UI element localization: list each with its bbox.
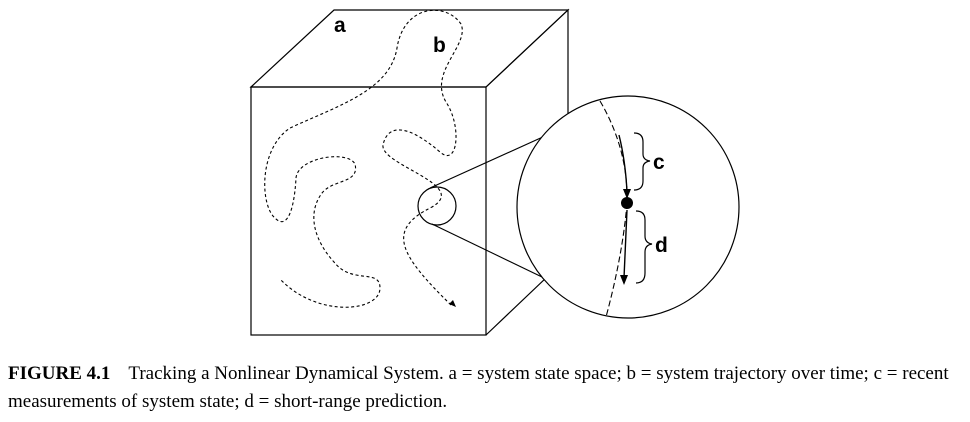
state-space-cube: [249, 8, 570, 336]
cube-top-face: [249, 9, 570, 88]
measurements-arrow: [618, 134, 628, 193]
prediction-arrowhead: [620, 275, 628, 285]
brace-c: [633, 132, 651, 191]
measurements-arrowhead: [623, 189, 631, 199]
figure-number: FIGURE 4.1: [8, 363, 111, 384]
cube-front-face: [250, 86, 487, 336]
current-state-dot: [621, 197, 633, 209]
trajectory-arrowhead: [449, 300, 456, 307]
zoomed-trajectory-upper: [599, 100, 628, 204]
caption-text: Tracking a Nonlinear Dynamical System. a…: [8, 363, 949, 412]
magnified-region: [417, 186, 457, 226]
state-space-figure: a b c d: [249, 8, 740, 336]
brace-d: [635, 210, 653, 284]
label-c: c: [653, 151, 665, 174]
zoomed-trajectory-lower: [605, 202, 628, 318]
label-d: d: [655, 234, 668, 257]
label-a: a: [334, 14, 346, 37]
prediction-arrow: [623, 209, 628, 279]
label-b: b: [433, 34, 446, 57]
system-trajectory: [264, 9, 463, 308]
